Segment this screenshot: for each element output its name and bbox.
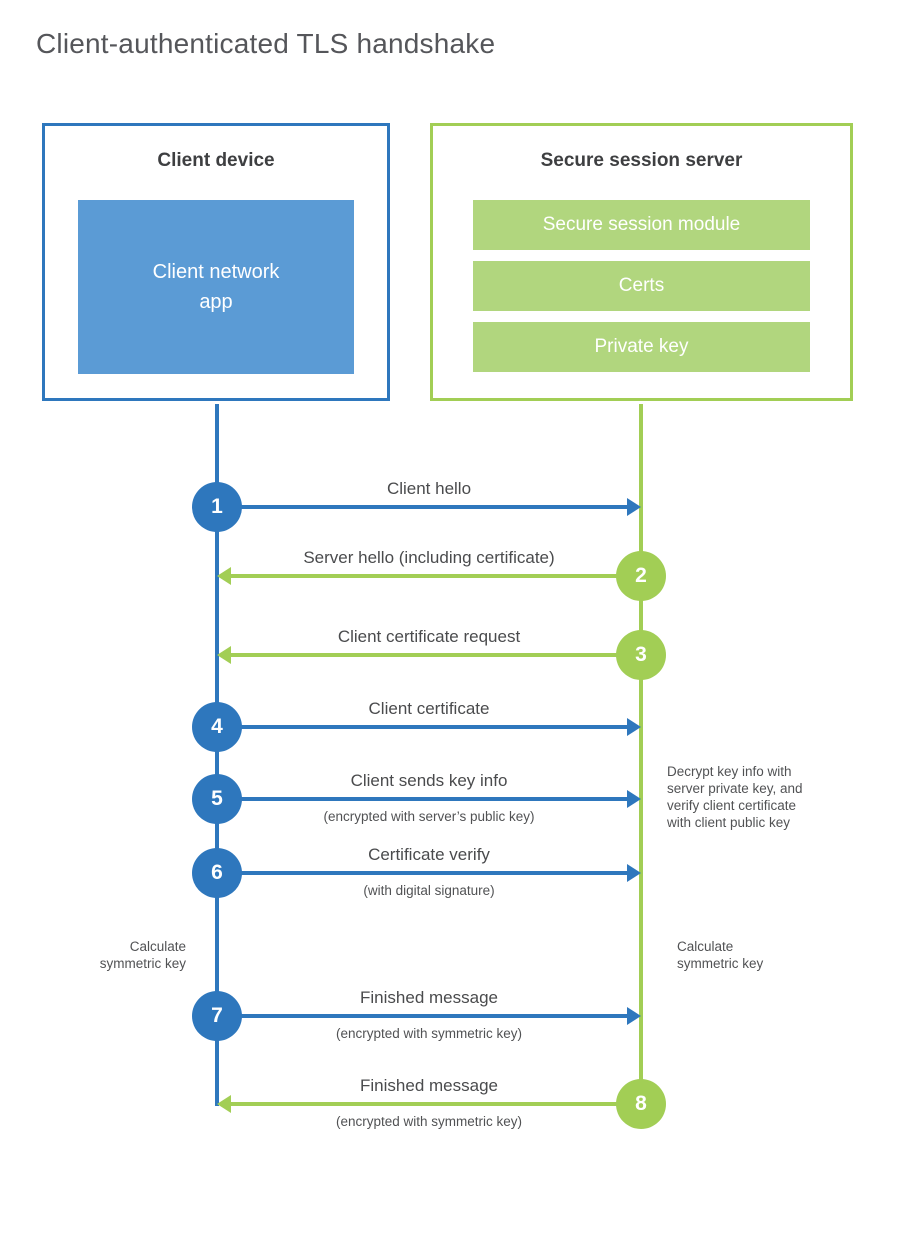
step-label-6: Certificate verify	[368, 845, 490, 864]
step-label-2: Server hello (including certificate)	[303, 548, 555, 567]
arrow-head-left-icon-step-2	[217, 567, 231, 585]
step-circle-7: 7	[192, 991, 242, 1041]
server-lifeline	[639, 404, 643, 1104]
arrow-line-step-2	[231, 574, 641, 578]
step-circle-2: 2	[616, 551, 666, 601]
step-label-7: Finished message	[360, 988, 498, 1007]
step-label-5: Client sends key info	[350, 771, 508, 790]
arrow-line-step-5	[217, 797, 627, 801]
arrow-line-step-1	[217, 505, 627, 509]
step-label-3: Client certificate request	[337, 627, 521, 646]
step-sublabel-6: (with digital signature)	[363, 883, 495, 898]
step-circle-8: 8	[616, 1079, 666, 1129]
step-circle-5: 5	[192, 774, 242, 824]
step-label-8: Finished message	[360, 1076, 498, 1095]
step-sublabel-5: (encrypted with server’s public key)	[323, 809, 535, 824]
secure-session-module-bar: Secure session module	[473, 200, 810, 250]
arrow-line-step-7	[217, 1014, 627, 1018]
certs-bar: Certs	[473, 261, 810, 311]
arrow-head-right-icon-step-4	[627, 718, 641, 736]
arrow-head-right-icon-step-7	[627, 1007, 641, 1025]
arrow-head-right-icon-step-6	[627, 864, 641, 882]
client-device-box: Client device Client network app	[42, 123, 390, 401]
arrow-head-left-icon-step-3	[217, 646, 231, 664]
page-title: Client-authenticated TLS handshake	[36, 28, 496, 59]
step-label-4: Client certificate	[368, 699, 490, 718]
private-key-bar: Private key	[473, 322, 810, 372]
client-device-title: Client device	[157, 150, 275, 171]
secure-session-server-box: Secure session server Secure session mod…	[430, 123, 853, 401]
arrow-line-step-8	[231, 1102, 641, 1106]
arrow-head-right-icon-step-1	[627, 498, 641, 516]
step-label-1: Client hello	[386, 479, 472, 498]
arrow-line-step-6	[217, 871, 627, 875]
calculate-symmetric-key-note-client: Calculate symmetric key	[99, 939, 186, 971]
arrow-line-step-3	[231, 653, 641, 657]
step-circle-4: 4	[192, 702, 242, 752]
arrow-head-left-icon-step-8	[217, 1095, 231, 1113]
step-sublabel-8: (encrypted with symmetric key)	[335, 1114, 523, 1129]
arrow-line-step-4	[217, 725, 627, 729]
step-circle-3: 3	[616, 630, 666, 680]
step-sublabel-7: (encrypted with symmetric key)	[335, 1026, 523, 1041]
step-circle-1: 1	[192, 482, 242, 532]
calculate-symmetric-key-note-server: Calculate symmetric key	[677, 939, 764, 971]
client-network-app-box: Client network app	[78, 200, 354, 374]
client-lifeline	[215, 404, 219, 1106]
arrow-head-right-icon-step-5	[627, 790, 641, 808]
decrypt-note: Decrypt key info with server private key…	[667, 764, 803, 830]
step-circle-6: 6	[192, 848, 242, 898]
secure-session-server-title: Secure session server	[540, 150, 743, 171]
